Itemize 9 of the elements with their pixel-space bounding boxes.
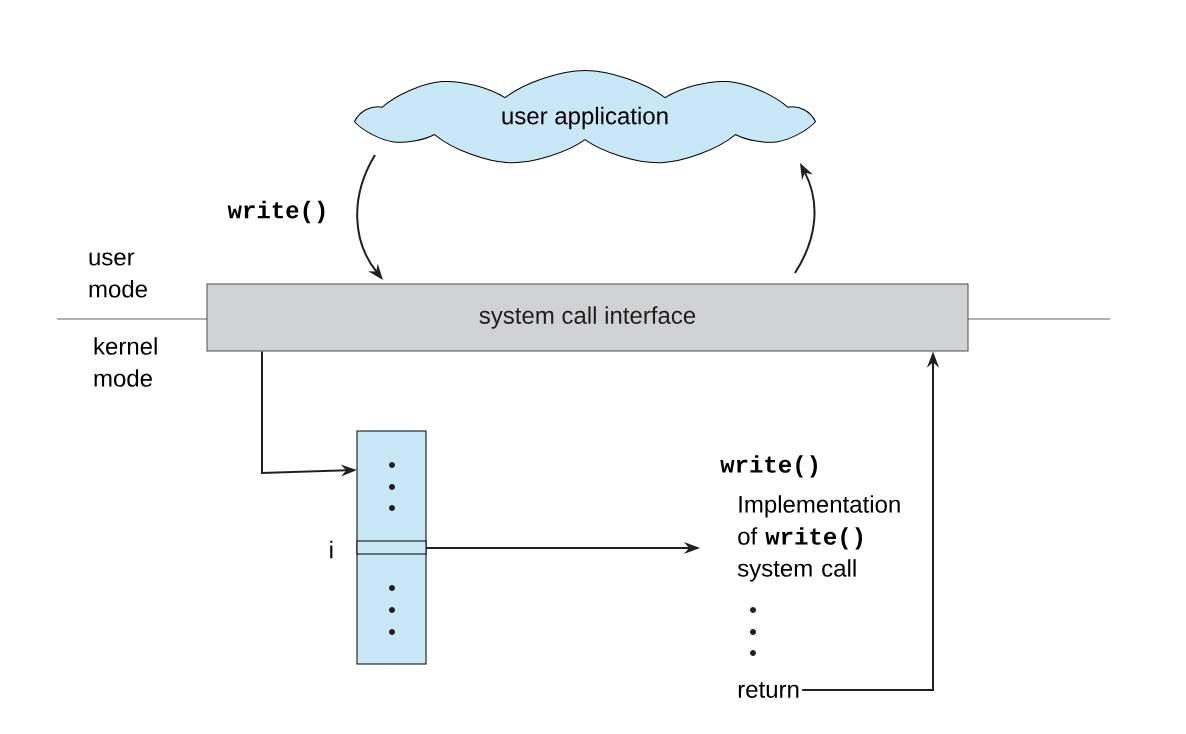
mode-label: kernel mode [94,337,157,387]
table-row: i [330,540,427,559]
return-text: return [738,682,799,698]
node-label: i [330,540,333,559]
interface-bar: system call interface [206,283,969,352]
table-box [356,430,427,665]
edge-label: write() [225,198,331,226]
mode-label: user mode [89,252,147,298]
implementation-text: write() Implementation of write() system call [720,455,900,582]
